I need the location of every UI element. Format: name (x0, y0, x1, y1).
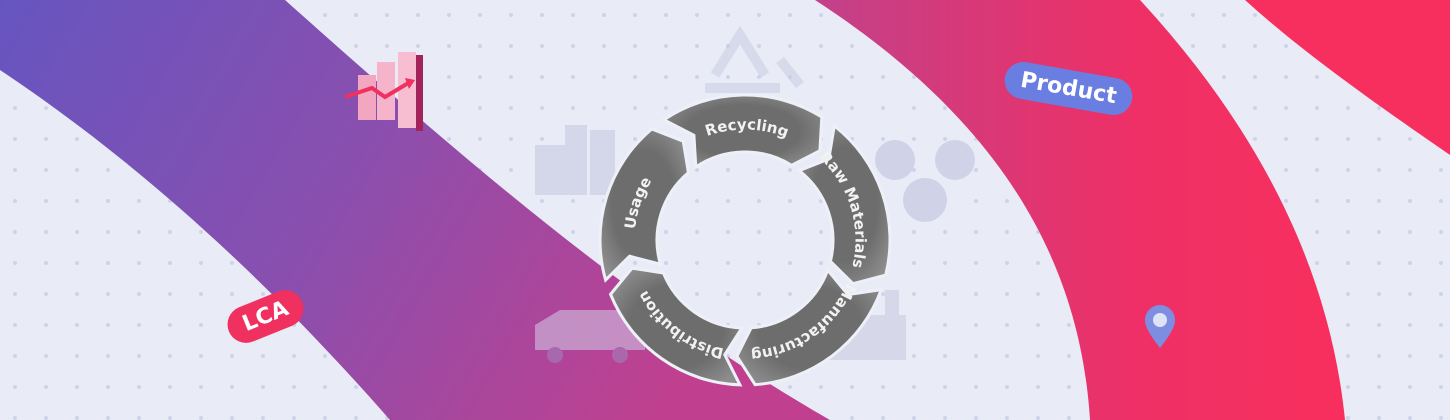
bar-chart-icon (344, 52, 423, 131)
pink-band (815, 0, 1345, 420)
cycle-arrow-segment (735, 267, 884, 387)
cycle-arrow-segment (660, 93, 824, 170)
cycle-arrow-segment (608, 266, 745, 387)
corner-band (1245, 0, 1450, 155)
cycle-arrow-segment (598, 127, 691, 283)
buildings-icon (535, 125, 615, 195)
recycle-icon (705, 25, 804, 93)
cycle-arrow-segment (796, 122, 892, 286)
location-pin-icon (1145, 305, 1175, 348)
trees-icon (875, 140, 975, 222)
